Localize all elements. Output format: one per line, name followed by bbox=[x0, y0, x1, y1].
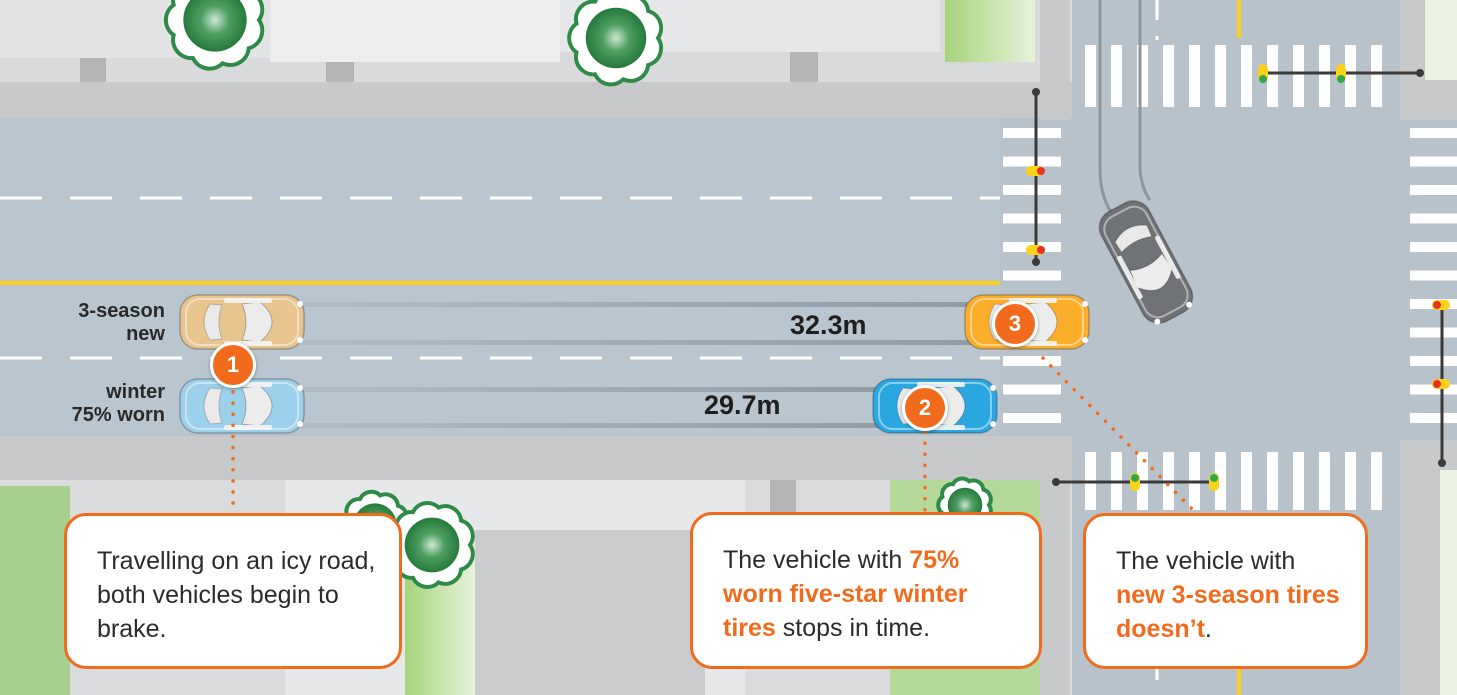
crosswalk-bar bbox=[1410, 270, 1457, 281]
traffic-light-north bbox=[1258, 64, 1424, 83]
crosswalk-bar bbox=[1267, 452, 1278, 510]
crosswalk-bar bbox=[1410, 327, 1457, 338]
crosswalk-bar bbox=[1371, 452, 1382, 510]
tree-icon bbox=[163, 0, 265, 71]
crosswalk-bar bbox=[1410, 128, 1457, 138]
lane-label-3season: 3-season new bbox=[78, 300, 165, 346]
sidewalk-top bbox=[0, 82, 1072, 118]
tree-icon bbox=[567, 0, 664, 87]
crosswalk-bar bbox=[1215, 45, 1226, 107]
crosswalk-bar bbox=[1241, 45, 1252, 107]
grass-ne bbox=[1425, 0, 1457, 80]
corner-nw bbox=[1040, 0, 1070, 120]
crosswalk-bar bbox=[1319, 452, 1330, 510]
lane-label-winter: winter 75% worn bbox=[72, 381, 165, 427]
driveway-top-3 bbox=[790, 52, 818, 82]
callout-1-text: Travelling on an icy road, both vehicles… bbox=[97, 547, 376, 643]
skid-mark-winter-a bbox=[300, 387, 890, 392]
tree-icon bbox=[387, 501, 475, 589]
sidewalk-bottom bbox=[0, 436, 1072, 480]
building-top-b bbox=[270, 0, 560, 62]
step-badge-3: 3 bbox=[992, 301, 1038, 347]
crosswalk-bar bbox=[1410, 356, 1457, 366]
crosswalk-bar bbox=[1371, 45, 1382, 107]
car-3season-start bbox=[179, 294, 305, 350]
skid-mark-winter-b bbox=[300, 423, 890, 428]
crosswalk-bar bbox=[1003, 128, 1061, 138]
crosswalk-bar bbox=[1345, 452, 1356, 510]
car-winter-start bbox=[179, 378, 305, 434]
lane-label-3season-line2: new bbox=[126, 323, 165, 345]
crosswalk-bar bbox=[1293, 452, 1304, 510]
crosswalk-north bbox=[1085, 45, 1382, 107]
main-road bbox=[0, 116, 1000, 434]
grass-se bbox=[1440, 470, 1457, 695]
crosswalk-bar bbox=[1003, 384, 1061, 395]
distance-winter: 29.7m bbox=[704, 390, 781, 420]
skid-mark-3season-a bbox=[300, 302, 980, 307]
crosswalk-bar bbox=[1410, 413, 1457, 423]
crosswalk-bar bbox=[1410, 384, 1457, 395]
crosswalk-bar bbox=[1410, 185, 1457, 195]
crosswalk-bar bbox=[1111, 45, 1122, 107]
grass-top bbox=[945, 0, 1035, 62]
crosswalk-bar bbox=[1410, 242, 1457, 252]
crosswalk-bar bbox=[1410, 156, 1457, 167]
skid-mark-3season-b bbox=[300, 340, 980, 345]
crosswalk-bar bbox=[1137, 45, 1148, 107]
crosswalk-bar bbox=[1267, 45, 1278, 107]
lane-label-winter-line2: 75% worn bbox=[71, 404, 165, 426]
crosswalk-bar bbox=[1003, 213, 1061, 224]
callout-2: The vehicle with 75% worn five-star wint… bbox=[690, 512, 1042, 669]
callout-3: The vehicle with new 3-season tires does… bbox=[1083, 513, 1368, 669]
distance-3season: 32.3m bbox=[790, 310, 867, 340]
callout-2-highlight: 75% worn five-star winter tires bbox=[723, 546, 968, 642]
step-badge-1: 1 bbox=[210, 342, 256, 388]
crosswalk-bar bbox=[1215, 452, 1226, 510]
driveway-top-1 bbox=[80, 58, 106, 82]
callout-2-post: stops in time. bbox=[775, 614, 931, 642]
crosswalk-bar bbox=[1410, 213, 1457, 224]
crosswalk-bar bbox=[1189, 45, 1200, 107]
crosswalk-bar bbox=[1003, 356, 1061, 366]
center-line bbox=[0, 281, 1000, 285]
callout-3-post: . bbox=[1204, 615, 1212, 643]
crosswalk-bar bbox=[1319, 45, 1330, 107]
crosswalk-bar bbox=[1163, 45, 1174, 107]
callout-3-pre: The vehicle with bbox=[1116, 547, 1296, 575]
crosswalk-bar bbox=[1003, 185, 1061, 195]
crosswalk-bar bbox=[1003, 413, 1061, 423]
crosswalk-bar bbox=[1085, 45, 1096, 107]
callout-2-pre: The vehicle with bbox=[723, 546, 910, 574]
car-gray-crossing bbox=[1098, 200, 1194, 325]
crosswalk-bar bbox=[1345, 45, 1356, 107]
traffic-light-south bbox=[1052, 473, 1219, 491]
crosswalk-bar bbox=[1241, 452, 1252, 510]
grass-bottom-a bbox=[0, 486, 70, 695]
corner-sw bbox=[1040, 436, 1070, 695]
driveway-top-2 bbox=[326, 62, 354, 82]
crosswalk-bar bbox=[1293, 45, 1304, 107]
traffic-light-west bbox=[1026, 88, 1045, 266]
building-bottom-b bbox=[475, 530, 705, 695]
callout-1: Travelling on an icy road, both vehicles… bbox=[64, 513, 402, 669]
crosswalk-bar bbox=[1003, 156, 1061, 167]
lane-label-3season-line1: 3-season bbox=[78, 300, 165, 322]
skid-mark-gray-b bbox=[1138, 0, 1152, 201]
callout-3-highlight: new 3-season tires doesn’t bbox=[1116, 581, 1340, 643]
traffic-light-east bbox=[1432, 300, 1450, 467]
cross-center-top bbox=[1237, 0, 1241, 38]
step-badge-2: 2 bbox=[902, 385, 948, 431]
cross-center-bottom bbox=[1237, 655, 1241, 695]
crosswalk-bar bbox=[1003, 270, 1061, 281]
lane-label-winter-line1: winter bbox=[106, 381, 165, 403]
